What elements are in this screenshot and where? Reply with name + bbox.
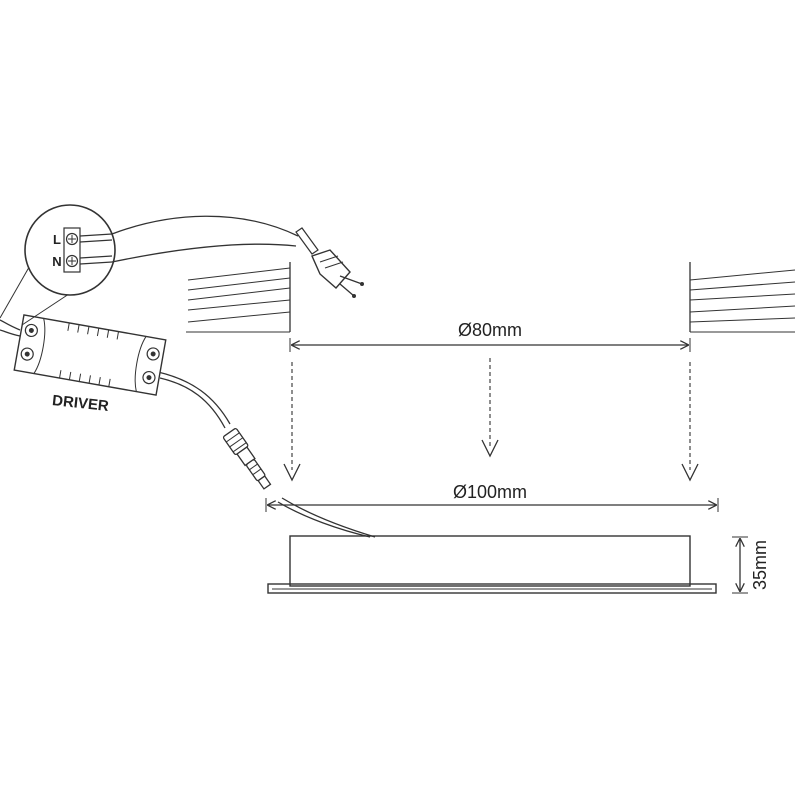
- height-label: 35mm: [750, 540, 770, 590]
- cutout-diameter-label: Ø80mm: [458, 320, 522, 340]
- driver-input-cable: [0, 319, 21, 337]
- lamp-cable: [277, 497, 376, 538]
- terminal-l-label: L: [53, 232, 61, 247]
- height-dimension: 35mm: [732, 536, 770, 594]
- outer-diameter-label: Ø100mm: [453, 482, 527, 502]
- driver-label: DRIVER: [51, 392, 109, 415]
- terminal-screw-icon: [65, 232, 79, 268]
- mains-cable: [111, 215, 299, 263]
- mains-plug-icon: [295, 227, 364, 298]
- driver-output-cable: [157, 371, 231, 429]
- terminal-n-label: N: [52, 254, 61, 269]
- driver-screw-icon: [20, 323, 160, 385]
- cutout-dimension: Ø80mm: [289, 320, 691, 352]
- ceiling-section-left: [186, 262, 291, 333]
- driver-box: [13, 314, 167, 396]
- terminal-detail: L N: [0, 204, 116, 326]
- dc-connector: [222, 428, 272, 490]
- install-arrows: [283, 358, 699, 482]
- ceiling-section-right: [689, 262, 796, 333]
- downlight-body: [267, 535, 717, 594]
- outer-dimension: Ø100mm: [265, 482, 719, 512]
